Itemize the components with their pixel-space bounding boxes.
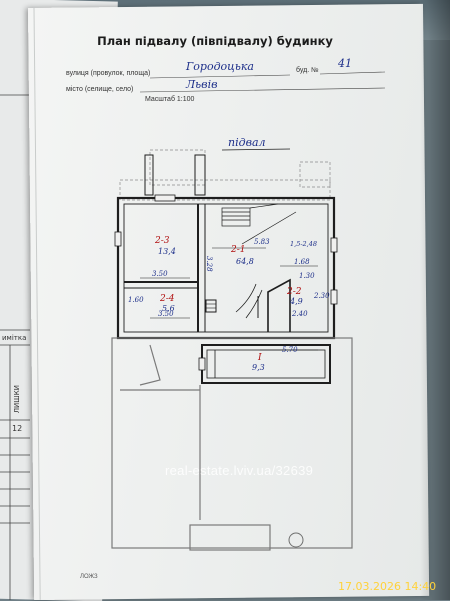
- street-label: вулиця (провулок, площа): [66, 70, 151, 77]
- scale-label: Масштаб 1:100: [145, 96, 195, 103]
- photo-timestamp: 17.03.2026 14:40: [338, 580, 437, 593]
- city-value: Львів: [186, 78, 218, 91]
- room-I-number: I: [258, 353, 262, 363]
- dim-cut: 1,5-2,48: [290, 240, 318, 248]
- room-2-3-number: 2-3: [155, 236, 170, 246]
- dim-240: 2.40: [292, 310, 308, 318]
- underlying-label-top: иміткa: [2, 334, 27, 342]
- room-2-4-number: 2-4: [160, 294, 175, 304]
- room-2-2-number: 2-2: [287, 287, 302, 297]
- dim-328: 3.28: [205, 256, 213, 272]
- room-2-4-area: 5,6: [162, 304, 175, 313]
- page-margin-line: [33, 7, 41, 600]
- room-2-1-number: 2-1: [231, 245, 246, 255]
- underlying-sheet-labels: иміткa ЛИШКИ 12: [0, 330, 40, 600]
- room-2-1-area: 64,8: [236, 257, 254, 266]
- room-2-2-area: 4,9: [290, 297, 303, 306]
- room-2-3-area: 13,4: [158, 247, 176, 256]
- room-I-area: 9,3: [252, 363, 265, 372]
- building-value: 41: [338, 57, 352, 70]
- document-page: [28, 3, 430, 600]
- dim-583: 5.83: [254, 238, 270, 246]
- city-label: місто (селище, село): [66, 86, 134, 93]
- street-value: Городоцька: [186, 60, 254, 73]
- dim-230: 2.30: [314, 292, 330, 300]
- page-title: План підвалу (півпідвалу) будинку: [97, 34, 333, 48]
- right-edge-shadow: [420, 0, 450, 600]
- dim-350-b: 3.50: [158, 310, 174, 318]
- dim-570: 5.70: [282, 346, 298, 354]
- dim-160: 1.60: [128, 296, 144, 304]
- underlying-label-num: 12: [12, 424, 23, 433]
- plan-heading: підвал: [228, 136, 266, 149]
- dim-130: 1.30: [299, 272, 315, 280]
- footer-mark: ЛОЖЗ: [80, 574, 98, 580]
- watermark: real-estate.lviv.ua/32639: [165, 463, 314, 478]
- dim-350-a: 3.50: [152, 270, 168, 278]
- building-label: буд. №: [296, 67, 319, 74]
- dim-168: 1.68: [294, 258, 310, 266]
